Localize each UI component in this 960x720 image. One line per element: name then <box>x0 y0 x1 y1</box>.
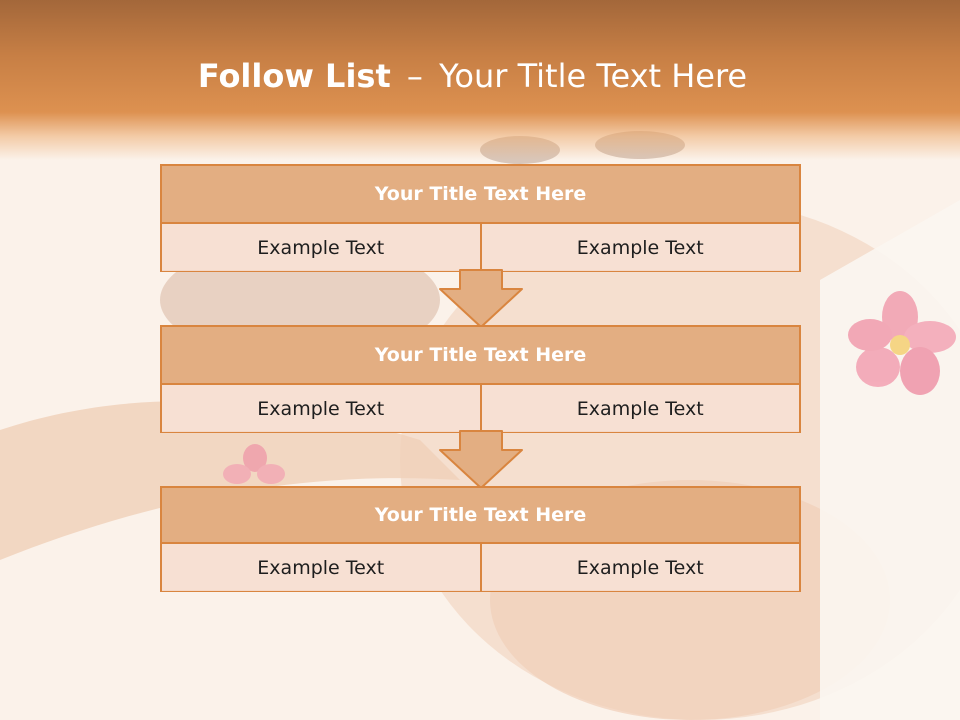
block-row: Example Text Example Text <box>162 385 799 432</box>
block-cell-left: Example Text <box>162 224 480 271</box>
list-block-2: Your Title Text Here Example Text Exampl… <box>160 325 801 433</box>
block-cell-right: Example Text <box>479 544 799 591</box>
slide-title-dash: – <box>406 57 423 95</box>
header-band <box>0 0 960 160</box>
block-title: Your Title Text Here <box>162 327 799 385</box>
block-cell-left: Example Text <box>162 544 480 591</box>
slide-title: Follow List – Your Title Text Here <box>0 52 945 100</box>
slide-title-bold: Follow List <box>197 57 391 95</box>
down-arrow-icon <box>439 430 523 489</box>
block-cell-right: Example Text <box>479 385 799 432</box>
block-row: Example Text Example Text <box>162 224 799 271</box>
block-title: Your Title Text Here <box>162 166 799 224</box>
list-block-3: Your Title Text Here Example Text Exampl… <box>160 486 801 592</box>
block-title: Your Title Text Here <box>162 488 799 544</box>
slide-title-rest: Your Title Text Here <box>439 57 748 95</box>
block-row: Example Text Example Text <box>162 544 799 591</box>
block-cell-left: Example Text <box>162 385 480 432</box>
down-arrow-icon <box>439 269 523 328</box>
flower-icon <box>848 291 956 395</box>
list-block-1: Your Title Text Here Example Text Exampl… <box>160 164 801 272</box>
block-cell-right: Example Text <box>479 224 799 271</box>
